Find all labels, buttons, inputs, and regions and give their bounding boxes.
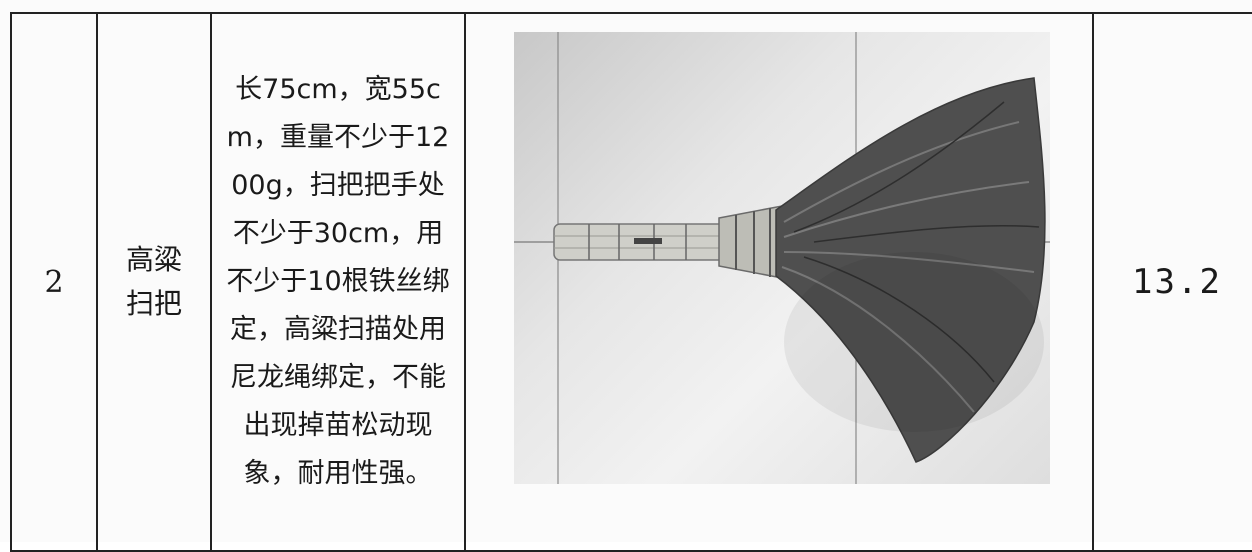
price-cell: 13.2 bbox=[1092, 12, 1252, 552]
row-number-cell: 2 bbox=[10, 12, 98, 552]
sorghum-broom-photo bbox=[514, 32, 1050, 484]
product-spec-table: 2 高粱扫把 长75cm，宽55cm，重量不少于1200g，扫把把手处不少于30… bbox=[10, 12, 1252, 552]
price-value: 13.2 bbox=[1132, 262, 1222, 302]
broom-icon bbox=[514, 32, 1050, 484]
product-description-cell: 长75cm，宽55cm，重量不少于1200g，扫把把手处不少于30cm，用不少于… bbox=[210, 12, 466, 552]
row-number: 2 bbox=[44, 264, 64, 300]
product-name-cell: 高粱扫把 bbox=[96, 12, 212, 552]
product-description: 长75cm，宽55cm，重量不少于1200g，扫把把手处不少于30cm，用不少于… bbox=[226, 74, 450, 489]
table-row: 2 高粱扫把 长75cm，宽55cm，重量不少于1200g，扫把把手处不少于30… bbox=[10, 12, 1252, 552]
product-name: 高粱扫把 bbox=[125, 243, 182, 320]
product-image-cell bbox=[464, 12, 1094, 552]
